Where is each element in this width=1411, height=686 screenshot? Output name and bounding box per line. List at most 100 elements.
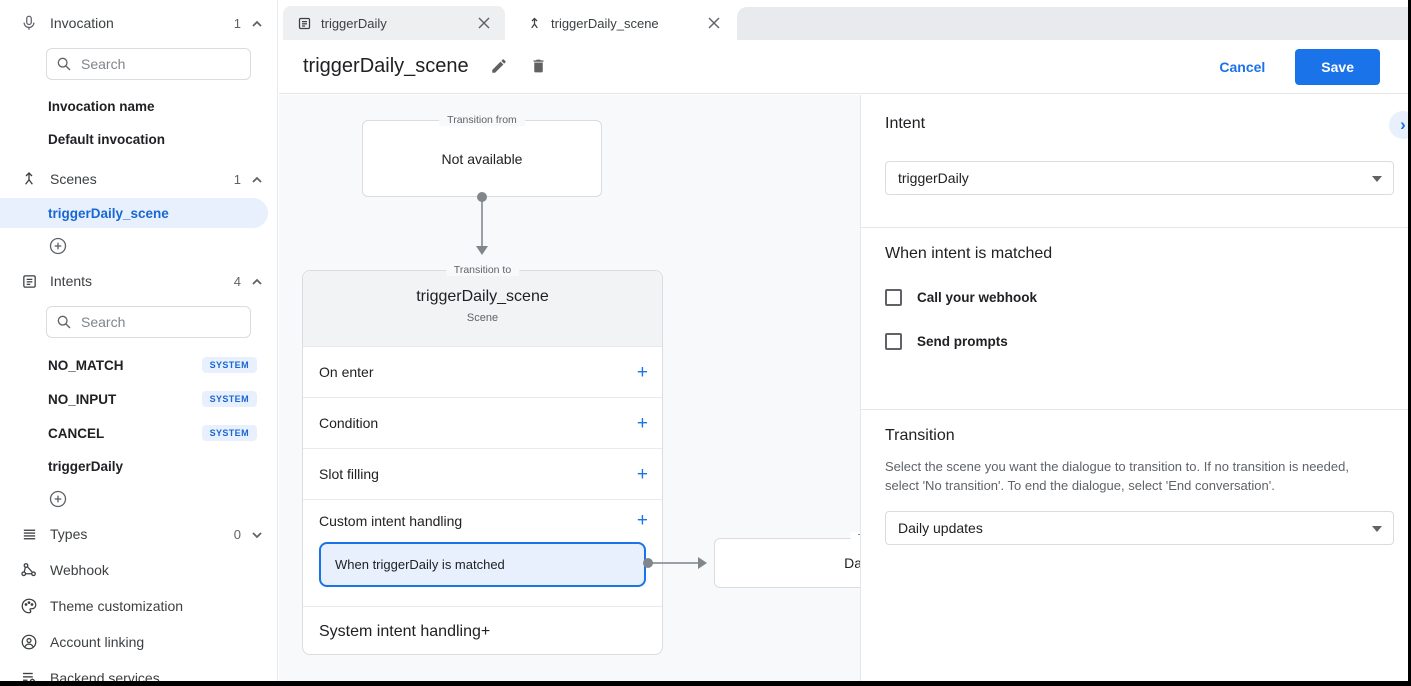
search-input[interactable] — [46, 306, 251, 338]
scene-row-condition[interactable]: Condition + — [303, 397, 662, 448]
system-badge: SYSTEM — [201, 357, 257, 373]
microphone-icon — [20, 14, 38, 32]
when-matched-heading: When intent is matched — [885, 245, 1053, 262]
transition-from-node[interactable]: Transition from Not available — [362, 114, 602, 197]
checkbox-label: Send prompts — [917, 334, 1008, 349]
chevron-up-icon — [251, 275, 263, 287]
intent-icon — [20, 272, 38, 290]
connector-dot — [477, 192, 487, 202]
delete-button[interactable] — [529, 57, 549, 77]
scene-icon — [20, 170, 38, 188]
add-on-enter-button[interactable]: + — [636, 361, 648, 383]
scenes-count: 1 — [233, 171, 241, 187]
tab-strip: triggerDaily triggerDaily_scene — [279, 0, 1408, 40]
sidebar-item-webhook[interactable]: Webhook — [0, 553, 277, 587]
intent-detail-panel: › Intent triggerDaily When intent is mat… — [861, 95, 1408, 681]
search-input[interactable] — [46, 48, 251, 80]
add-condition-button[interactable]: + — [636, 412, 648, 434]
scene-node-title: triggerDaily_scene — [416, 288, 549, 305]
intents-search — [46, 306, 251, 338]
sidebar-item-label: Account linking — [50, 634, 145, 650]
sidebar-item-theme-customization[interactable]: Theme customization — [0, 589, 277, 623]
add-intent-button[interactable] — [48, 489, 68, 509]
checkbox-unchecked[interactable] — [885, 333, 902, 350]
call-webhook-checkbox-row[interactable]: Call your webhook — [885, 289, 1037, 306]
scene-node-subtitle: Scene — [466, 312, 499, 324]
sidebar-item-account-linking[interactable]: Account linking — [0, 625, 277, 659]
send-prompts-checkbox-row[interactable]: Send prompts — [885, 333, 1008, 350]
invocation-count: 1 — [233, 15, 241, 31]
main-area: triggerDaily triggerDaily_scene triggerD… — [279, 0, 1408, 681]
intent-label: NO_INPUT — [48, 391, 117, 407]
chevron-down-icon — [1372, 526, 1382, 532]
sidebar-item-no-match[interactable]: NO_MATCH SYSTEM — [0, 348, 277, 382]
scene-row-slot-filling[interactable]: Slot filling + — [303, 448, 662, 499]
sidebar-item-backend-services[interactable]: Backend services — [0, 661, 277, 681]
cancel-button[interactable]: Cancel — [1215, 53, 1269, 81]
add-system-intent-button[interactable]: + — [480, 622, 491, 640]
invocation-search — [46, 48, 251, 80]
plus-circle-icon — [49, 237, 67, 255]
scene-row-system-intent-handling[interactable]: System intent handling + — [303, 606, 662, 656]
intent-icon — [297, 16, 312, 31]
transition-from-value: Not available — [441, 151, 523, 167]
intent-label: CANCEL — [48, 425, 105, 441]
tab-triggerdaily-scene[interactable]: triggerDaily_scene — [513, 6, 735, 40]
sidebar-item-scenes[interactable]: Scenes 1 — [0, 162, 277, 196]
edit-button[interactable] — [489, 57, 509, 77]
intent-dropdown[interactable]: triggerDaily — [885, 161, 1394, 195]
close-icon[interactable] — [703, 12, 725, 34]
sidebar-item-intents[interactable]: Intents 4 — [0, 264, 277, 298]
transition-target-value: Daily updates — [844, 555, 861, 571]
close-icon[interactable] — [473, 12, 495, 34]
sidebar-item-triggerdaily-scene[interactable]: triggerDaily_scene — [0, 198, 268, 228]
scene-row-custom-intent-handling[interactable]: Custom intent handling + — [303, 499, 662, 541]
search-icon — [57, 57, 71, 71]
checkbox-unchecked[interactable] — [885, 289, 902, 306]
add-custom-intent-button[interactable]: + — [636, 510, 648, 531]
sidebar-item-default-invocation[interactable]: Default invocation — [48, 132, 166, 147]
transition-description: Select the scene you want the dialogue t… — [885, 459, 1349, 493]
tab-triggerdaily[interactable]: triggerDaily — [283, 6, 505, 40]
work-area: Transition from Not available Transition… — [279, 95, 1408, 681]
transition-dropdown[interactable]: Daily updates — [885, 511, 1394, 545]
add-slot-filling-button[interactable]: + — [636, 463, 648, 485]
connector-line — [481, 200, 483, 247]
matched-intent-chip[interactable]: When triggerDaily is matched — [319, 542, 646, 587]
sidebar-item-cancel-intent[interactable]: CANCEL SYSTEM — [0, 416, 277, 450]
palette-icon — [20, 597, 38, 615]
arrow-down-icon — [476, 246, 488, 255]
matched-intent-label: When triggerDaily is matched — [335, 557, 505, 572]
transition-dropdown-value: Daily updates — [898, 520, 983, 536]
sidebar-item-label: Theme customization — [50, 598, 184, 614]
scene-node-header[interactable]: triggerDaily_scene Scene — [303, 271, 662, 346]
intent-heading: Intent — [885, 115, 926, 132]
page-title: triggerDaily_scene — [303, 55, 469, 77]
screen-right-border — [1408, 0, 1411, 686]
connector-line — [651, 562, 699, 564]
sidebar-item-label: Scenes — [50, 171, 97, 187]
sidebar-item-invocation[interactable]: Invocation 1 — [0, 6, 277, 40]
collapse-panel-button[interactable]: › — [1389, 111, 1408, 139]
add-scene-button[interactable] — [48, 236, 68, 256]
transition-target-node[interactable]: Transition to Daily updates — [714, 532, 861, 588]
save-button[interactable]: Save — [1295, 48, 1380, 85]
row-label: Condition — [319, 415, 379, 431]
services-icon — [20, 669, 38, 681]
sidebar-item-triggerdaily-intent[interactable]: triggerDaily — [0, 450, 277, 483]
scene-node: Transition to triggerDaily_scene Scene O… — [302, 264, 663, 656]
scene-row-on-enter[interactable]: On enter + — [303, 346, 662, 397]
arrow-right-icon — [698, 557, 707, 569]
sidebar-item-label: Intents — [50, 273, 93, 289]
pencil-icon — [491, 58, 506, 73]
row-label: Custom intent handling — [319, 512, 463, 529]
section-divider — [861, 227, 1408, 228]
row-label: On enter — [319, 364, 374, 380]
sidebar-item-invocation-name[interactable]: Invocation name — [48, 99, 155, 114]
chevron-down-icon — [1372, 176, 1382, 182]
webhook-icon — [20, 561, 38, 579]
types-icon — [20, 525, 38, 543]
sidebar-item-types[interactable]: Types 0 — [0, 517, 277, 551]
sidebar-item-no-input[interactable]: NO_INPUT SYSTEM — [0, 382, 277, 416]
